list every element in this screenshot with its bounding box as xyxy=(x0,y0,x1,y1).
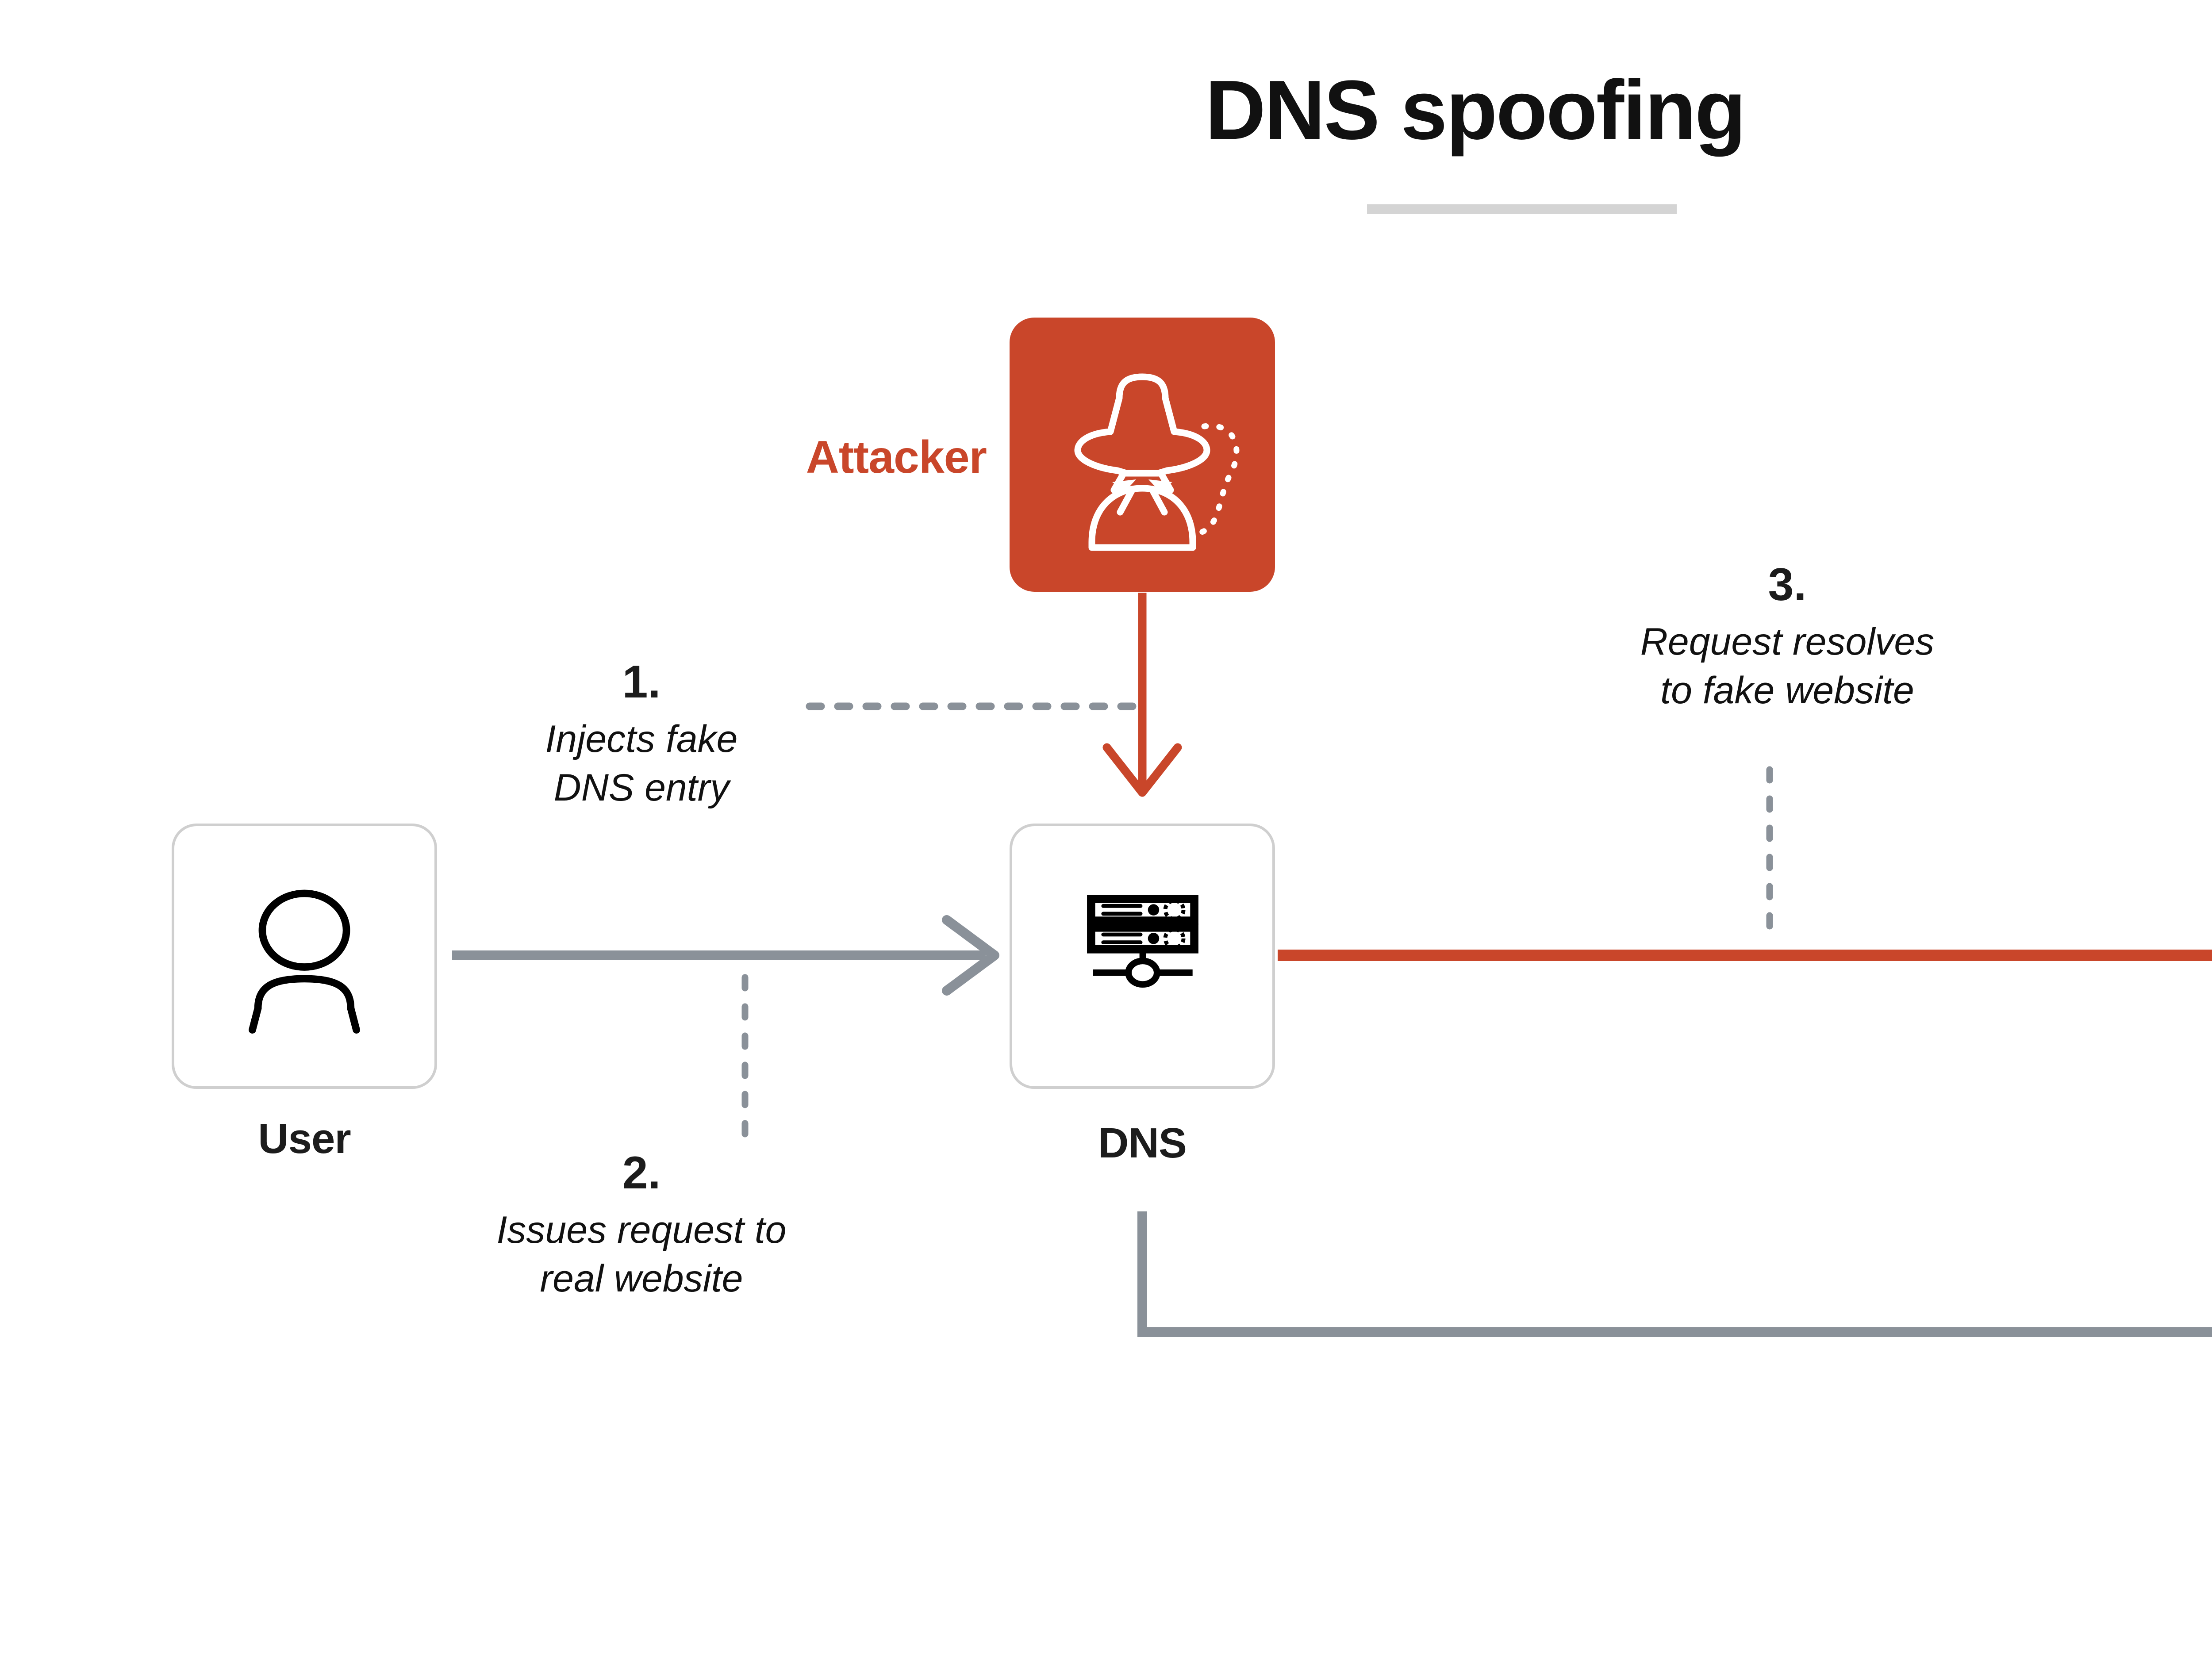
step-3-text: Request resolves to fake website xyxy=(1640,621,1935,712)
attacker-to-dns-arrowhead xyxy=(1102,743,1182,797)
step-2-text: Issues request to real website xyxy=(496,1209,787,1300)
title-divider-rule xyxy=(1367,204,1677,214)
person-icon xyxy=(249,889,360,1034)
user-label: User xyxy=(258,1115,351,1162)
user-node[interactable] xyxy=(172,824,437,1089)
server-rack-icon xyxy=(1087,895,1198,988)
step-3-number: 3. xyxy=(1768,559,1807,610)
step-1-number: 1. xyxy=(622,656,661,708)
spy-eye-left xyxy=(1112,479,1136,491)
step-2-number: 2. xyxy=(622,1147,661,1199)
dns-label: DNS xyxy=(1098,1119,1187,1167)
step-1-text: Injects fake DNS entry xyxy=(545,718,738,809)
spy-eye-right xyxy=(1148,479,1172,491)
dns-node[interactable] xyxy=(1010,824,1275,1089)
step-2-callout: 2. Issues request to real website xyxy=(473,1150,810,1303)
user-to-dns-arrowhead xyxy=(942,915,999,996)
page-title: DNS spoofing xyxy=(1205,63,1746,157)
spy-hacker-icon xyxy=(1074,373,1240,551)
attacker-node[interactable] xyxy=(1010,318,1275,592)
attacker-label: Attacker xyxy=(806,432,987,483)
dns-to-real-arrow-shaft xyxy=(1137,1211,2212,1337)
step-1-callout: 1. Injects fake DNS entry xyxy=(473,659,810,812)
step-3-callout: 3. Request resolves to fake website xyxy=(1562,562,2013,715)
spy-dotted-accent xyxy=(1198,423,1240,536)
real-website-label: Real website xyxy=(2168,1504,2212,1552)
